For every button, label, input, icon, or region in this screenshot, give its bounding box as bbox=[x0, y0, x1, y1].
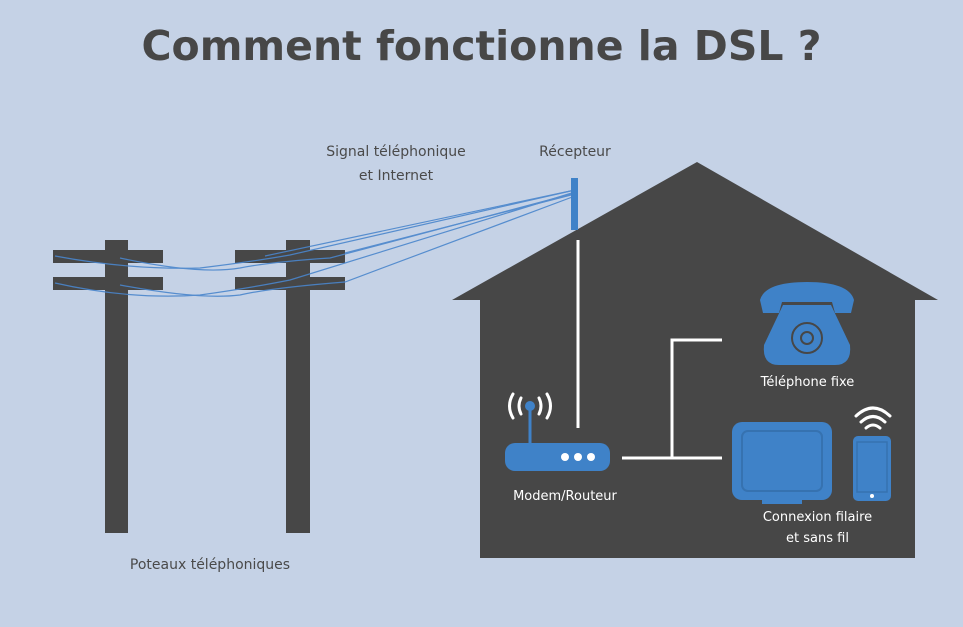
signal-label-line1: Signal téléphonique bbox=[326, 144, 466, 160]
signal-wires bbox=[54, 189, 576, 297]
connection-label-line2: et sans fil bbox=[786, 531, 849, 546]
receiver-label: Récepteur bbox=[539, 144, 611, 160]
telephone-pole-right bbox=[235, 240, 345, 533]
cables bbox=[576, 240, 722, 460]
landline-label: Téléphone fixe bbox=[760, 375, 855, 390]
telephone-pole-left bbox=[53, 240, 163, 533]
wifi-icon bbox=[854, 406, 892, 430]
signal-label-line2: et Internet bbox=[358, 168, 434, 184]
landline-phone-icon bbox=[760, 282, 854, 365]
modem-label: Modem/Routeur bbox=[513, 489, 617, 504]
page-title: Comment fonctionne la DSL ? bbox=[141, 22, 822, 70]
connection-label-line1: Connexion filaire bbox=[762, 510, 873, 525]
poles-label: Poteaux téléphoniques bbox=[129, 557, 291, 573]
router-icon bbox=[505, 392, 610, 471]
tv-icon bbox=[732, 422, 832, 504]
smartphone-icon bbox=[853, 436, 891, 501]
receiver-antenna bbox=[571, 178, 578, 230]
